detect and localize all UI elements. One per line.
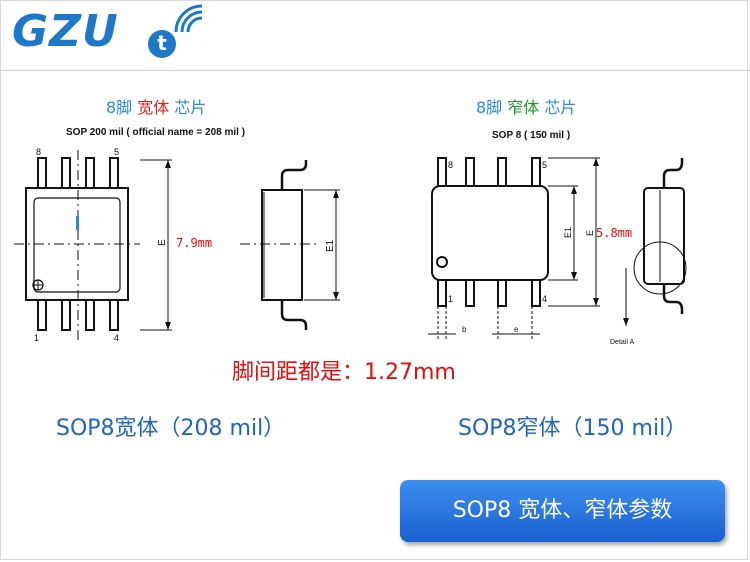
left-side-body [261, 189, 303, 301]
right-pin-top [465, 157, 475, 187]
right-detail-label: Detail A [610, 339, 634, 346]
left-pin-top [37, 157, 47, 189]
left-heading-type: 宽体 [137, 98, 170, 117]
right-dim-e-small-label: e [514, 325, 519, 334]
left-body-inner [33, 197, 121, 293]
detail-a-circle [633, 241, 687, 295]
right-side-lead-top [662, 158, 684, 188]
left-side-lead-bottom [280, 300, 308, 330]
right-body-outline [431, 185, 549, 281]
right-pin-top [497, 157, 507, 187]
left-pin-label-8: 8 [36, 147, 41, 157]
left-subtitle: SOP 200 mil ( official name = 208 mil ) [66, 127, 246, 138]
right-pin-label-1: 1 [448, 294, 453, 304]
right-heading-chip: 芯片 [539, 98, 577, 117]
right-pin-top [531, 157, 541, 187]
left-side-view [240, 160, 340, 330]
left-pin-bottom [61, 299, 71, 331]
left-pin-label-4: 4 [114, 333, 119, 343]
left-pin-top [85, 157, 95, 189]
right-pin-top [437, 157, 447, 187]
left-dim-e-label: E [157, 239, 168, 246]
right-top-view [428, 157, 600, 340]
right-subtitle: SOP 8 ( 150 mil ) [492, 130, 571, 141]
brand-logo-badge: t [148, 30, 176, 58]
right-pin-label-5: 5 [542, 160, 547, 170]
left-pin-label-5: 5 [114, 147, 119, 157]
right-pin-label-4: 4 [542, 294, 547, 304]
right-heading-pins: 8脚 [476, 98, 508, 117]
right-section-heading: 8脚 窄体 芯片 [476, 94, 576, 118]
left-dim-e1-label: E1 [325, 239, 336, 252]
right-side-lead-bottom [662, 284, 684, 314]
left-pin-bottom [37, 299, 47, 331]
left-blue-tick [76, 216, 79, 230]
right-dimension-value: 5.8mm [596, 226, 633, 240]
left-side-lead-top [280, 160, 308, 190]
wireless-signal-icon [174, 4, 203, 33]
right-pin1-marker [436, 256, 448, 268]
right-pin-label-8: 8 [448, 160, 453, 170]
left-pin-bottom [85, 299, 95, 331]
right-side-view [623, 158, 687, 326]
left-heading-pins: 8脚 [106, 98, 138, 117]
caption-narrow-body: SOP8窄体（150 mil） [458, 416, 688, 441]
right-dim-e-label: E [585, 230, 595, 236]
right-side-body [643, 187, 685, 285]
right-pin-bottom [465, 279, 475, 307]
right-pin-bottom [531, 279, 541, 307]
header-divider [0, 70, 750, 71]
left-section-heading: 8脚 宽体 芯片 [106, 94, 206, 118]
brand-logo: GZU [12, 6, 119, 57]
left-pin-label-1: 1 [34, 333, 39, 343]
left-top-view [14, 150, 172, 340]
left-dimension-value: 7.9mm [176, 236, 213, 250]
left-pin-bottom [109, 299, 119, 331]
left-pin-top [61, 157, 71, 189]
pin-pitch-note: 脚间距都是：1.27mm [232, 360, 456, 385]
left-heading-chip: 芯片 [169, 98, 207, 117]
right-pin-bottom [497, 279, 507, 307]
left-pin-top [109, 157, 119, 189]
right-dim-b-label: b [462, 325, 467, 334]
right-heading-type: 窄体 [507, 98, 540, 117]
caption-wide-body: SOP8宽体（208 mil） [56, 416, 286, 441]
right-pin-bottom [437, 279, 447, 307]
right-dim-e1-label: E1 [563, 227, 573, 238]
parameters-banner-button[interactable]: SOP8 宽体、窄体参数 [400, 480, 725, 542]
